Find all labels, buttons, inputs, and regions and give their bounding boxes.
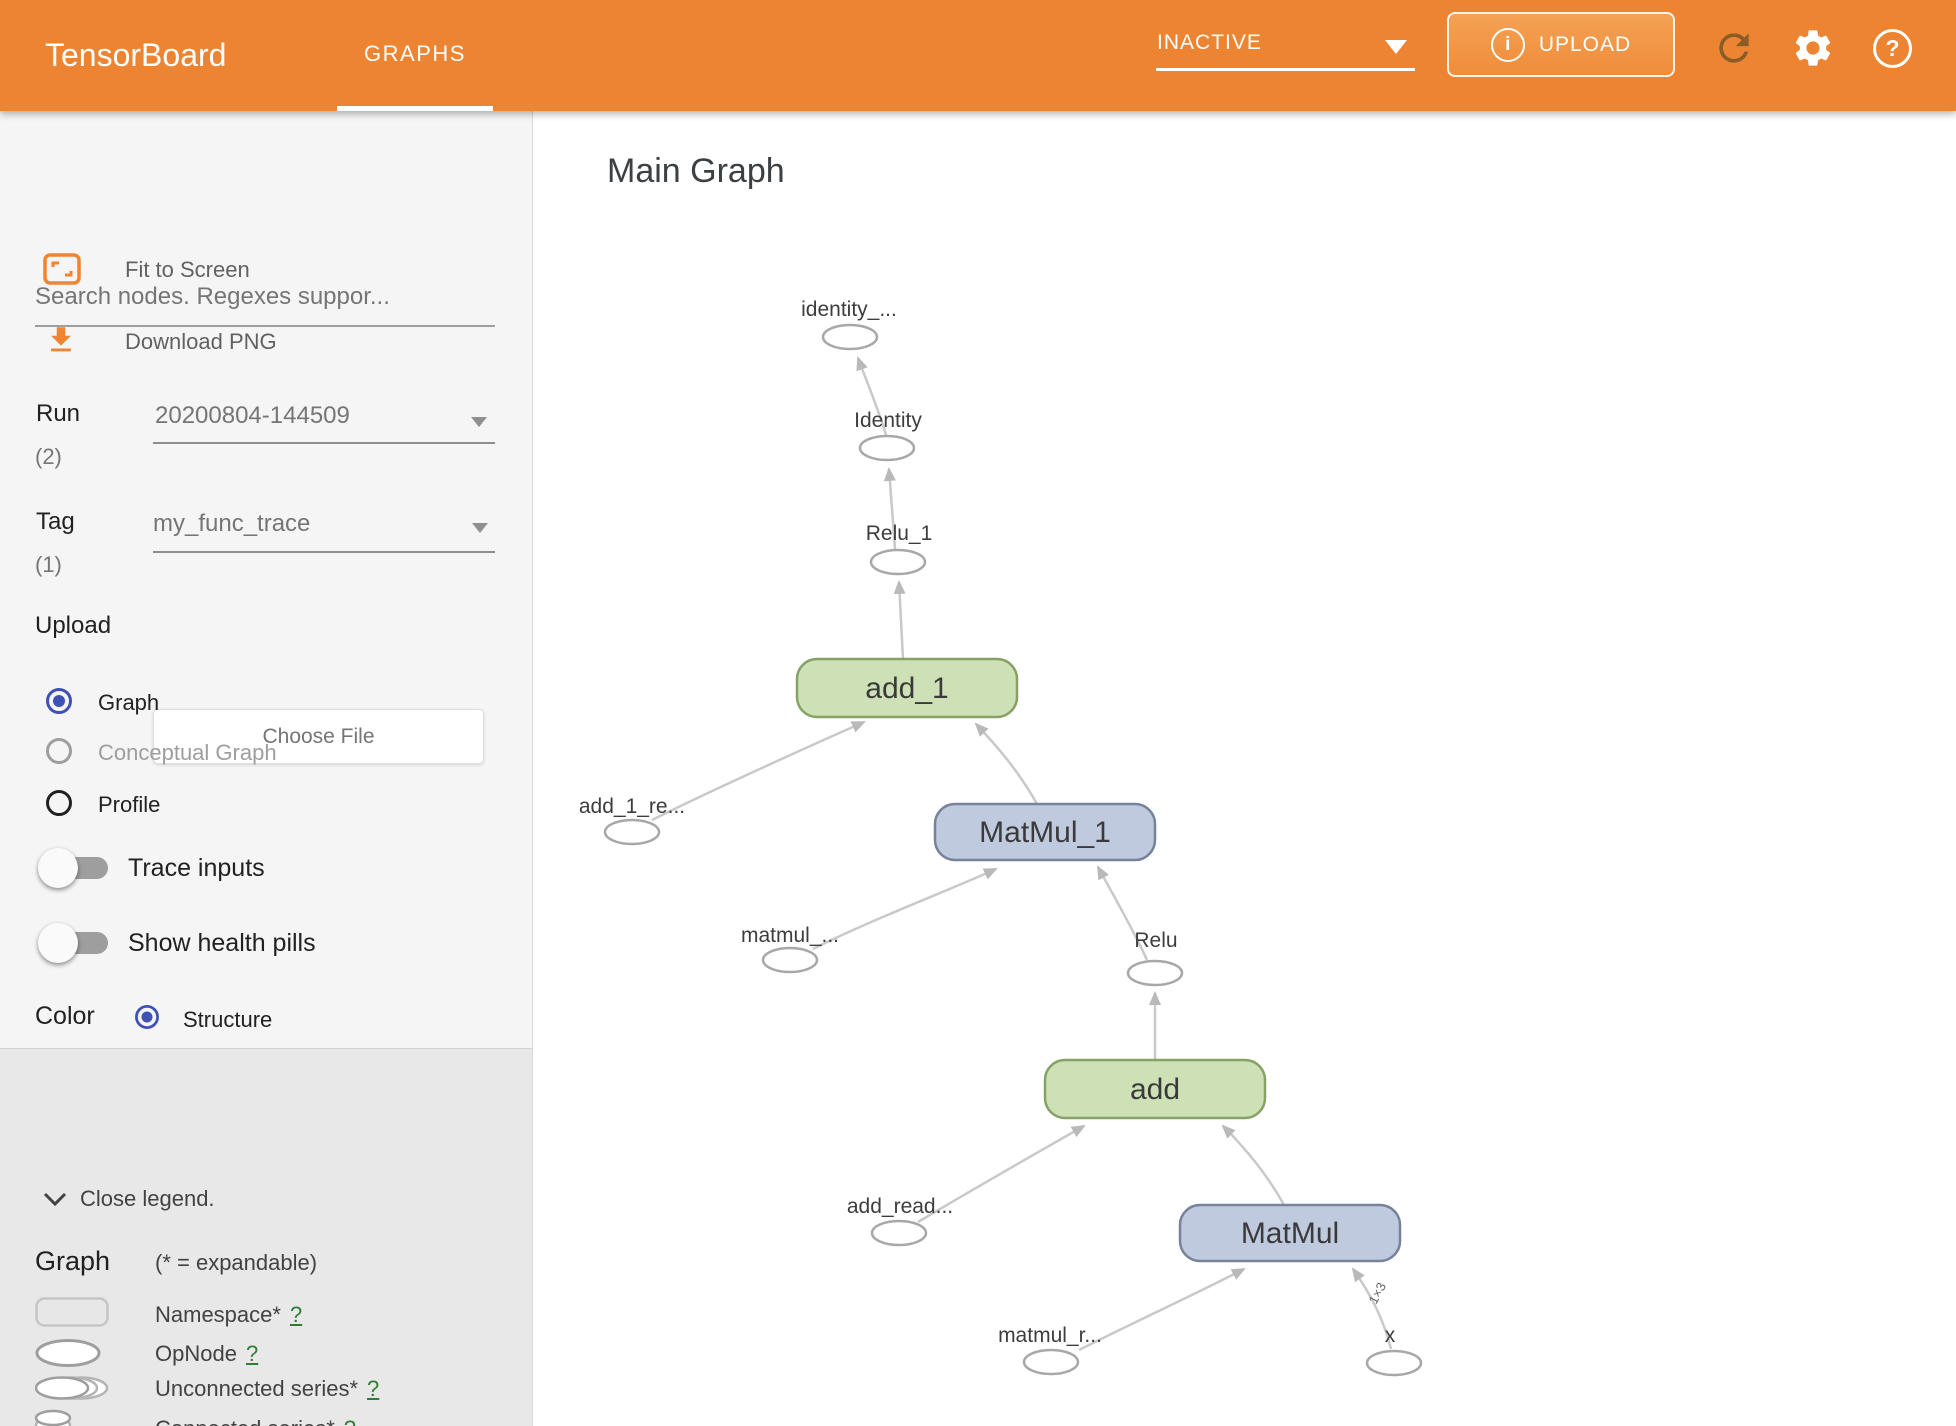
download-png-button[interactable]: Download PNG bbox=[125, 329, 277, 354]
help-icon[interactable]: ? bbox=[1873, 29, 1917, 73]
tab-graphs[interactable]: GRAPHS bbox=[364, 41, 466, 66]
graph-edge-label: 1×3 bbox=[1365, 1280, 1389, 1307]
graph-ellipse-label-matmul_: matmul_... bbox=[741, 924, 839, 947]
graph-node-add[interactable] bbox=[1043, 1058, 1267, 1120]
graph-ellipse-label-matmul_r: matmul_r... bbox=[998, 1324, 1102, 1347]
graph-edge-add_1_re-to-add_1 bbox=[651, 720, 866, 822]
graph-edge-matmul_r-to-MatMul bbox=[1078, 1267, 1246, 1352]
graph-edge-matmul_-to-MatMul_1 bbox=[812, 867, 998, 951]
app-logo: TensorBoard bbox=[45, 37, 227, 73]
radio-profile-label: Profile bbox=[98, 792, 161, 817]
help-link[interactable]: ? bbox=[245, 1341, 259, 1366]
run-select[interactable]: 20200804-144509 bbox=[155, 402, 350, 429]
graph-ellipse-label-add_1_re: add_1_re... bbox=[579, 795, 685, 818]
radio-graph-label: Graph bbox=[98, 690, 160, 715]
graph-ellipse-label-Relu: Relu bbox=[1134, 929, 1177, 952]
graph-edge-Relu_1-to-Identity bbox=[883, 467, 897, 550]
run-count: (2) bbox=[35, 444, 62, 469]
radio-graph[interactable] bbox=[46, 688, 72, 714]
run-select-underline bbox=[153, 442, 495, 444]
run-select-arrow-icon[interactable] bbox=[471, 417, 487, 427]
trace-inputs-label: Trace inputs bbox=[128, 854, 265, 882]
radio-color-structure[interactable] bbox=[135, 1005, 159, 1029]
graph-ellipse-label-add_read: add_read... bbox=[847, 1195, 953, 1218]
graph-edge-x-to-MatMul bbox=[1351, 1267, 1393, 1350]
graph-ellipse-add_1_re[interactable] bbox=[603, 818, 661, 846]
graph-edge-add_1-to-Relu_1 bbox=[893, 580, 906, 660]
radio-profile[interactable] bbox=[46, 790, 72, 816]
tag-select[interactable]: my_func_trace bbox=[153, 510, 311, 537]
close-legend-button[interactable]: Close legend. bbox=[80, 1186, 215, 1211]
unconnected-series-swatch bbox=[35, 1376, 109, 1400]
connected-series-swatch bbox=[34, 1409, 72, 1426]
graph-ellipse-Relu[interactable] bbox=[1126, 959, 1184, 987]
download-icon bbox=[51, 327, 71, 352]
graph-ellipse-label-x: x bbox=[1385, 1324, 1396, 1347]
chevron-down-icon bbox=[1385, 40, 1407, 54]
graph-ellipse-Relu_1[interactable] bbox=[869, 548, 927, 576]
app-header: TensorBoard GRAPHS INACTIVE i UPLOAD ? bbox=[0, 0, 1956, 111]
legend-item-connected-series: Connected series*? bbox=[155, 1416, 356, 1426]
namespace-swatch bbox=[35, 1297, 109, 1327]
show-health-pills-label: Show health pills bbox=[128, 929, 316, 957]
legend-item-unconnected-series: Unconnected series*? bbox=[155, 1376, 380, 1401]
trace-inputs-toggle-knob[interactable] bbox=[38, 848, 78, 888]
chevron-down-icon bbox=[43, 1192, 67, 1207]
page-title: Main Graph bbox=[607, 152, 785, 190]
graph-ellipse-add_read[interactable] bbox=[870, 1219, 928, 1247]
run-label: Run bbox=[36, 400, 81, 427]
legend-expandable-note: (* = expandable) bbox=[155, 1250, 318, 1275]
gear-icon[interactable] bbox=[1791, 26, 1835, 70]
choose-file-button[interactable]: Choose File bbox=[153, 709, 484, 764]
legend-panel: Close legend. Graph (* = expandable) Nam… bbox=[0, 1048, 532, 1426]
sidebar: Search nodes. Regexes suppor... Fit to S… bbox=[0, 111, 533, 1426]
refresh-icon[interactable] bbox=[1712, 26, 1756, 70]
tag-count: (1) bbox=[35, 552, 62, 577]
tag-label: Tag bbox=[36, 508, 75, 535]
help-link[interactable]: ? bbox=[367, 1376, 380, 1401]
radio-conceptual-graph[interactable] bbox=[46, 738, 72, 764]
radio-conceptual-graph-label: Conceptual Graph bbox=[98, 740, 277, 765]
status-dropdown-underline bbox=[1156, 68, 1415, 71]
graph-edge-add_read-to-add bbox=[917, 1124, 1086, 1224]
graph-ellipse-label-Relu_1: Relu_1 bbox=[866, 522, 933, 545]
graph-ellipse-identity_out[interactable] bbox=[821, 323, 879, 351]
tag-select-underline bbox=[153, 551, 495, 553]
fit-to-screen-icon bbox=[43, 253, 81, 285]
help-link[interactable]: ? bbox=[344, 1416, 356, 1426]
legend-item-namespace: Namespace*? bbox=[155, 1302, 303, 1327]
graph-node-MatMul[interactable] bbox=[1178, 1203, 1402, 1263]
graph-ellipse-matmul_r[interactable] bbox=[1022, 1348, 1080, 1376]
search-input[interactable]: Search nodes. Regexes suppor... bbox=[35, 283, 390, 310]
graph-edge-Identity-to-identity_out bbox=[856, 356, 888, 436]
graph-ellipse-label-Identity: Identity bbox=[854, 409, 922, 432]
graph-ellipse-Identity[interactable] bbox=[858, 434, 916, 462]
status-dropdown-value: INACTIVE bbox=[1157, 31, 1262, 54]
upload-button[interactable]: i UPLOAD bbox=[1447, 12, 1675, 77]
help-link[interactable]: ? bbox=[289, 1302, 303, 1327]
graph-ellipse-matmul_[interactable] bbox=[761, 946, 819, 974]
upload-file-label: Upload bbox=[35, 612, 112, 639]
color-label: Color bbox=[35, 1002, 95, 1030]
graph-edge-MatMul-to-add bbox=[1221, 1124, 1286, 1206]
legend-heading: Graph bbox=[35, 1246, 111, 1276]
graph-node-MatMul_1[interactable] bbox=[933, 802, 1157, 862]
graph-node-add_1[interactable] bbox=[795, 657, 1019, 719]
graph-ellipse-label-identity_out: identity_... bbox=[801, 298, 897, 321]
legend-item-opnode: OpNode? bbox=[155, 1341, 259, 1366]
status-dropdown[interactable]: INACTIVE bbox=[1156, 0, 1415, 111]
upload-button-label: UPLOAD bbox=[1538, 32, 1632, 56]
graph-edge-Relu-to-MatMul_1 bbox=[1096, 865, 1149, 961]
graph-ellipse-x[interactable] bbox=[1365, 1349, 1423, 1377]
show-health-pills-toggle-knob[interactable] bbox=[38, 923, 78, 963]
fit-to-screen-button[interactable]: Fit to Screen bbox=[125, 257, 250, 282]
info-icon: i bbox=[1490, 27, 1525, 62]
tag-select-arrow-icon[interactable] bbox=[472, 523, 488, 533]
search-input-underline bbox=[35, 325, 495, 327]
radio-color-structure-label: Structure bbox=[183, 1007, 273, 1032]
tab-active-underline bbox=[337, 106, 493, 111]
graph-edge-MatMul_1-to-add_1 bbox=[974, 722, 1039, 805]
opnode-swatch bbox=[35, 1339, 101, 1367]
